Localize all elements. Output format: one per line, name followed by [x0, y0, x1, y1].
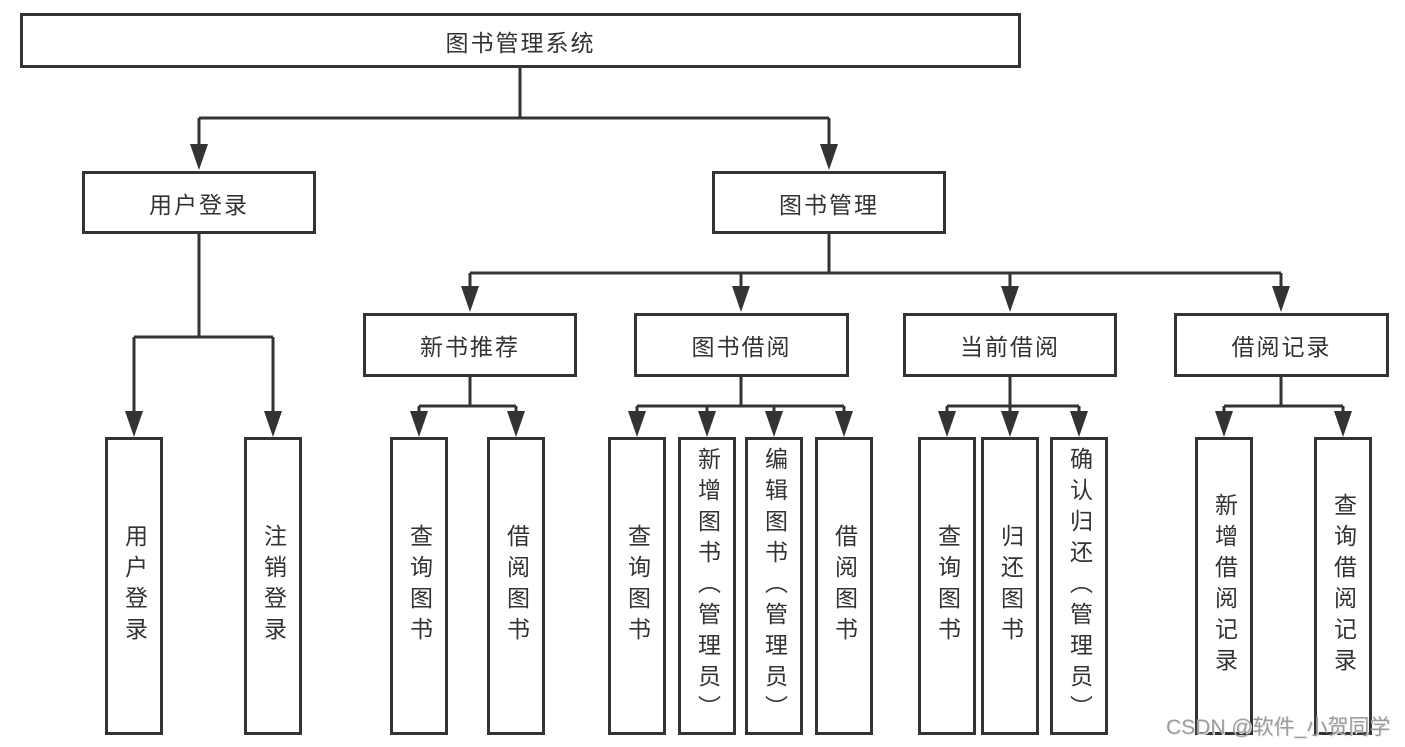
node-current-borrow-label: 当前借阅	[960, 334, 1060, 360]
node-borrow-records-label: 借阅记录	[1231, 334, 1332, 360]
leaf-user-login-label: 用户登录	[121, 524, 148, 648]
connector-mgmt-to-level3	[468, 234, 1283, 288]
node-borrow-records: 借阅记录	[1174, 313, 1389, 377]
leaf-current-confirm-admin-label: 确认归还（管理员）	[1066, 446, 1093, 726]
leaf-newbooks-query: 查询图书	[390, 437, 448, 735]
node-book-borrow: 图书借阅	[634, 313, 849, 377]
node-book-borrow-label: 图书借阅	[691, 334, 792, 360]
leaf-newbooks-borrow-label: 借阅图书	[503, 524, 530, 648]
connector-newbooks-to-leaves	[417, 377, 518, 413]
connector-root-to-level2	[197, 68, 831, 146]
leaf-newbooks-query-label: 查询图书	[406, 524, 433, 648]
arrowhead-newbooks-leaf-1	[410, 411, 428, 437]
arrowhead-current-leaf-1	[938, 411, 956, 437]
arrowhead-borrow-leaf-3	[765, 411, 783, 437]
arrowhead-current-leaf-3	[1070, 411, 1088, 437]
leaf-borrow-edit-admin-label: 编辑图书（管理员）	[761, 446, 788, 726]
arrowhead-records-leaf-2	[1334, 411, 1352, 437]
node-root: 图书管理系统	[20, 13, 1021, 68]
leaf-logout-label: 注销登录	[260, 524, 287, 648]
leaf-borrow-query: 查询图书	[608, 437, 666, 735]
connector-records-to-leaves	[1222, 377, 1345, 413]
csdn-watermark: CSDN @软件_小贺同学	[1166, 716, 1391, 739]
leaf-records-add: 新增借阅记录	[1195, 437, 1253, 735]
node-user-login-label: 用户登录	[149, 191, 249, 218]
leaf-records-add-label: 新增借阅记录	[1211, 493, 1238, 679]
leaf-borrow-query-label: 查询图书	[624, 524, 651, 648]
leaf-logout: 注销登录	[244, 437, 302, 735]
node-book-management: 图书管理	[712, 171, 946, 234]
leaf-borrow-borrow-label: 借阅图书	[831, 524, 858, 648]
arrowhead-to-login-leaf-1	[125, 411, 143, 437]
connector-borrow-to-leaves	[635, 377, 846, 413]
leaf-borrow-add-admin: 新增图书（管理员）	[678, 437, 736, 735]
leaf-records-query: 查询借阅记录	[1314, 437, 1372, 735]
arrowhead-to-bookborrow	[732, 286, 750, 312]
node-user-login: 用户登录	[82, 171, 316, 234]
arrowhead-to-records	[1272, 286, 1290, 312]
arrowhead-borrow-leaf-2	[698, 411, 716, 437]
connector-current-to-leaves	[945, 377, 1081, 413]
leaf-current-confirm-admin: 确认归还（管理员）	[1050, 437, 1108, 735]
connector-login-to-leaves	[132, 234, 275, 413]
leaf-current-query-label: 查询图书	[934, 524, 961, 648]
arrowhead-to-currentborrow	[1001, 286, 1019, 312]
arrowhead-to-newbooks	[461, 286, 479, 312]
node-current-borrow: 当前借阅	[903, 313, 1117, 377]
node-book-management-label: 图书管理	[779, 191, 879, 218]
leaf-current-return-label: 归还图书	[997, 524, 1024, 648]
leaf-current-query: 查询图书	[918, 437, 976, 735]
arrowhead-to-login-leaf-2	[264, 411, 282, 437]
node-root-label: 图书管理系统	[445, 29, 596, 56]
leaf-current-return: 归还图书	[981, 437, 1039, 735]
leaf-borrow-add-admin-label: 新增图书（管理员）	[694, 446, 721, 726]
arrowhead-borrow-leaf-4	[835, 411, 853, 437]
arrowhead-current-leaf-2	[1001, 411, 1019, 437]
leaf-newbooks-borrow: 借阅图书	[487, 437, 545, 735]
leaf-user-login: 用户登录	[105, 437, 163, 735]
arrowhead-newbooks-leaf-2	[507, 411, 525, 437]
node-new-book-recommend-label: 新书推荐	[420, 334, 520, 360]
arrowhead-to-mgmt	[820, 144, 838, 170]
node-new-book-recommend: 新书推荐	[363, 313, 577, 377]
leaf-borrow-edit-admin: 编辑图书（管理员）	[745, 437, 803, 735]
arrowhead-records-leaf-1	[1215, 411, 1233, 437]
arrowhead-borrow-leaf-1	[628, 411, 646, 437]
leaf-records-query-label: 查询借阅记录	[1330, 493, 1357, 679]
leaf-borrow-borrow: 借阅图书	[815, 437, 873, 735]
arrowhead-to-login	[190, 144, 208, 170]
